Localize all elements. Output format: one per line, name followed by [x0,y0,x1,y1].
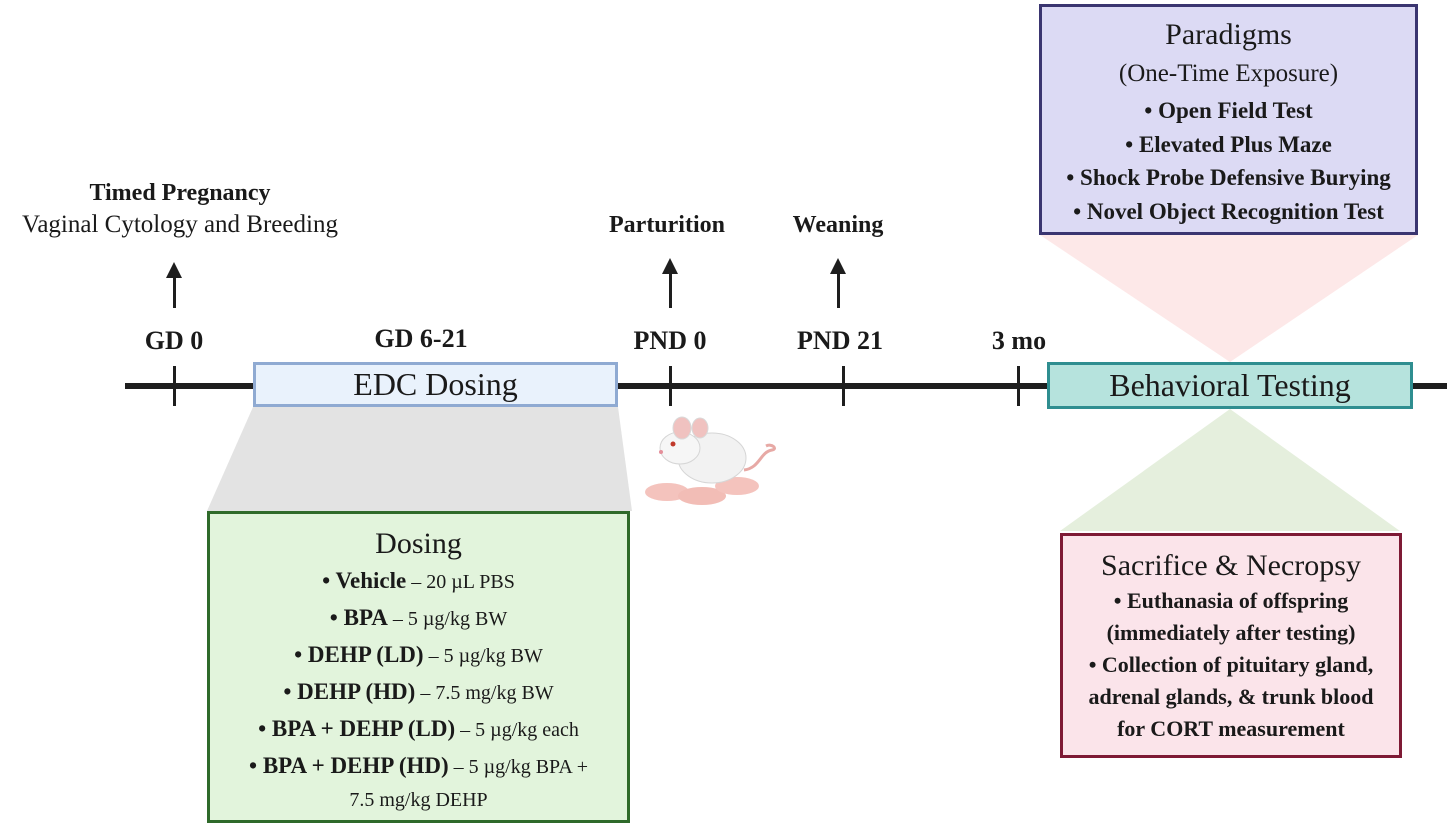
dosing-box: Dosing • Vehicle – 20 µL PBS• BPA – 5 µg… [207,511,630,823]
dosing-item: • DEHP (HD) – 7.5 mg/kg BW [210,674,627,711]
necropsy-box: Sacrifice & Necropsy • Euthanasia of off… [1060,533,1402,758]
tick-pnd21 [842,366,845,406]
paradigms-box: Paradigms (One-Time Exposure) • Open Fie… [1039,4,1418,235]
dosing-item-name: • DEHP (LD) [294,642,424,667]
timed-pregnancy-title: Timed Pregnancy [89,180,271,206]
arrow-parturition [662,258,678,308]
dosing-item-name: • Vehicle [322,568,407,593]
event-timed-pregnancy: Timed Pregnancy Vaginal Cytology and Bre… [0,180,360,239]
dosing-item-name: • BPA + DEHP (LD) [258,716,456,741]
dosing-item-detail: – 5 µg/kg BPA + [448,756,588,778]
paradigm-item: • Open Field Test [1144,98,1313,123]
arrow-weaning [830,258,846,308]
dosing-item: • BPA – 5 µg/kg BW [210,600,627,637]
event-parturition: Parturition [609,212,725,238]
mouse-with-pups-illustration [645,416,776,505]
necropsy-list: • Euthanasia of offspring (immediately af… [1063,585,1399,745]
necropsy-line: • Collection of pituitary gland, [1088,652,1374,677]
paradigms-callout-wedge [1040,235,1418,362]
necropsy-line: adrenal glands, & trunk blood [1088,684,1374,709]
dosing-list: • Vehicle – 20 µL PBS• BPA – 5 µg/kg BW•… [210,563,627,785]
necropsy-line: • Euthanasia of offspring [1113,588,1349,613]
tick-pnd0 [669,366,672,406]
dosing-continuation: 7.5 mg/kg DEHP [349,789,488,811]
timeline-axis [125,383,1447,389]
paradigms-title: Paradigms [1165,18,1292,51]
necropsy-title: Sacrifice & Necropsy [1101,549,1361,582]
necropsy-line: (immediately after testing) [1106,620,1356,645]
paradigms-list: • Open Field Test • Elevated Plus Maze • S… [1042,94,1415,228]
timed-pregnancy-subtitle: Vaginal Cytology and Breeding [22,211,338,238]
arrow-timed-pregnancy [166,262,182,308]
timepoint-3mo: 3 mo [991,326,1047,355]
dosing-item-detail: – 5 µg/kg each [455,719,579,741]
paradigms-subtitle: (One-Time Exposure) [1118,60,1339,87]
dosing-item-detail: – 20 µL PBS [406,571,515,593]
timepoint-pnd21: PND 21 [797,326,883,355]
timepoint-gd0: GD 0 [144,326,204,355]
dosing-item-name: • BPA + DEHP (HD) [249,753,449,778]
dosing-title: Dosing [375,527,462,560]
dosing-item: • Vehicle – 20 µL PBS [210,563,627,600]
dosing-item-detail: – 5 µg/kg BW [387,608,508,630]
tick-gd0 [173,366,176,406]
paradigm-item: • Elevated Plus Maze [1125,131,1332,157]
dosing-item-detail: – 7.5 mg/kg BW [415,682,554,704]
dosing-item: • BPA + DEHP (HD) – 5 µg/kg BPA + [210,748,627,785]
dosing-item: • DEHP (LD) – 5 µg/kg BW [210,637,627,674]
dosing-callout-wedge [207,407,632,511]
paradigm-item: • Novel Object Recognition Test [1073,198,1384,224]
dosing-item: • BPA + DEHP (LD) – 5 µg/kg each [210,711,627,748]
tick-3mo [1017,366,1020,406]
timepoint-gd6-21: GD 6-21 [374,324,468,353]
necropsy-line: for CORT measurement [1117,716,1345,741]
necropsy-callout-wedge [1060,409,1400,531]
dosing-item-name: • DEHP (HD) [283,679,416,704]
timepoint-pnd0: PND 0 [633,326,707,355]
edc-dosing-phase: EDC Dosing [253,362,618,407]
paradigm-item: • Shock Probe Defensive Burying [1066,165,1391,190]
dosing-item-name: • BPA [329,605,388,630]
behavioral-testing-phase: Behavioral Testing [1047,362,1413,409]
dosing-item-detail: – 5 µg/kg BW [423,645,543,667]
event-weaning: Weaning [792,212,884,238]
